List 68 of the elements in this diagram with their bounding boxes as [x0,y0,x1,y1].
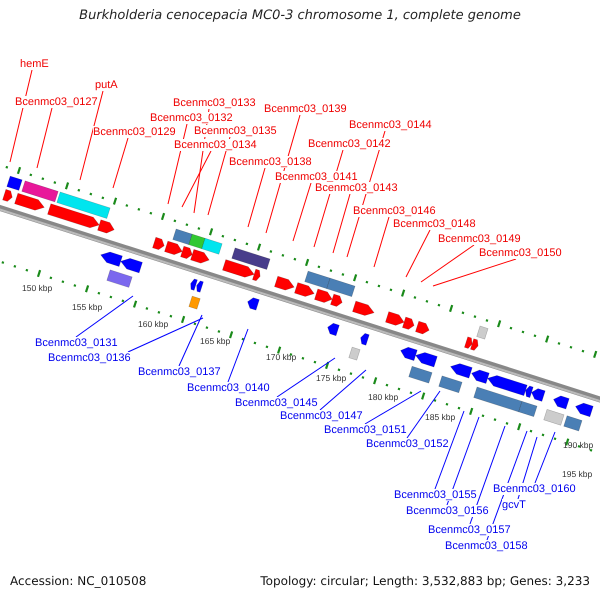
accession-text: Accession: NC_010508 [10,575,146,587]
gene-label: Bcenmc03_0132 [150,112,233,124]
leader-line [128,318,204,352]
gene-label: Bcenmc03_0152 [366,438,449,450]
leader-line [332,194,350,254]
scale-label: 185 kbp [425,412,456,422]
scale-label: 180 kbp [368,392,398,402]
leader-line [112,138,128,188]
scale-label: 155 kbp [72,302,102,312]
scale-label: 190 kbp [563,440,594,450]
gene-label: Bcenmc03_0143 [315,182,398,194]
genome-summary-text: Topology: circular; Length: 3,532,883 bp; Genes: 3,233 [260,575,590,587]
gene-label: Bcenmc03_0146 [353,205,436,217]
leader-line [406,230,430,278]
leader-line [420,244,474,282]
gene-label: Bcenmc03_0149 [438,233,521,245]
gene-label: Bcenmc03_0137 [138,366,221,378]
gene-label: Bcenmc03_0156 [406,505,489,517]
gene-label: Bcenmc03_0142 [308,138,391,150]
leader-line [36,108,52,168]
leader-line [76,296,134,338]
leader-line [406,390,440,438]
gene-label: Bcenmc03_0135 [194,125,277,137]
scale-label: 170 kbp [266,352,296,362]
gene-label: gcvT [502,499,526,511]
leader-line [292,182,312,242]
gene-label: Bcenmc03_0155 [394,489,477,501]
gene-label: Bcenmc03_0136 [48,352,131,364]
leader-line [432,258,516,286]
leader-line [374,216,390,268]
leader-line [178,314,202,366]
scale-label: 195 kbp [562,469,592,479]
gene-label: Bcenmc03_0151 [324,424,407,436]
leader-line [182,150,212,208]
gene-label: Bcenmc03_0158 [445,540,528,552]
leader-line [80,90,104,180]
gene-label: Bcenmc03_0133 [173,97,256,109]
leader-line [248,168,266,228]
gene-label: Bcenmc03_0134 [174,139,257,151]
gene-label: putA [95,79,118,91]
gene-label: Bcenmc03_0147 [280,410,363,422]
leader-line [434,410,464,490]
scale-label: 175 kbp [316,373,346,383]
gene-label: Bcenmc03_0150 [479,247,562,259]
gene-label: Bcenmc03_0160 [493,483,576,495]
leader-line [228,328,248,382]
gene-label: Bcenmc03_0129 [93,126,176,138]
title: Burkholderia cenocepacia MC0-3 chromosome 1, complete genome [78,10,522,22]
leader-line [276,358,336,398]
leader-line [534,432,556,484]
leader-line [10,70,32,162]
gene-label: Bcenmc03_0144 [349,119,432,131]
gene-label: Bcenmc03_0145 [235,397,318,409]
gene-label: Bcenmc03_0157 [428,524,511,536]
gene-label: Bcenmc03_0139 [264,103,347,115]
leader-line [320,370,366,410]
leader-line [470,426,506,524]
leader-line [364,390,422,424]
gene-label: Bcenmc03_0141 [275,171,358,183]
gene-label: hemE [20,58,49,70]
gene-label: Bcenmc03_0140 [187,382,270,394]
scale-label: 150 kbp [22,283,52,293]
gene-label: Bcenmc03_0131 [35,337,118,349]
scale-label: 160 kbp [138,319,168,329]
gene-label: Bcenmc03_0148 [393,218,476,230]
scale-label: 165 kbp [200,336,230,346]
gene-label: Bcenmc03_0127 [15,96,98,108]
gene-label: Bcenmc03_0138 [229,156,312,168]
